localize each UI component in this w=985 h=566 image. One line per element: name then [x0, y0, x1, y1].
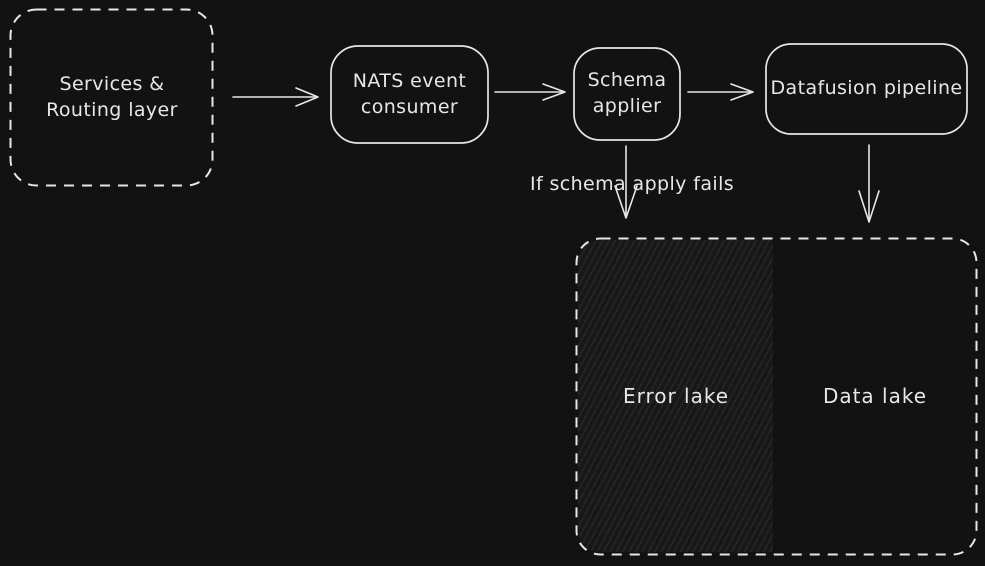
arrow-schema-to-datafusion	[687, 83, 754, 101]
schema-applier-label: Schema applier	[587, 69, 667, 117]
services-routing-box	[9, 8, 214, 187]
arrow-schema-to-error-lake	[614, 145, 638, 219]
nats-consumer-label: NATS event consumer	[352, 69, 467, 118]
datafusion-pipeline-box	[765, 43, 968, 135]
services-routing-label: Services & Routing layer	[46, 72, 178, 121]
error-lake-label: Error lake	[622, 383, 730, 408]
schema-applier-box	[573, 47, 681, 141]
arrow-datafusion-to-data-lake	[858, 144, 880, 223]
nats-consumer-box	[330, 45, 489, 144]
arrow-nats-to-schema	[494, 83, 566, 101]
arrow-services-to-nats	[232, 87, 319, 107]
edge-label-schema-fail: If schema apply fails	[529, 173, 735, 196]
data-lake-label: Data lake	[822, 383, 928, 408]
error-lake-hachure	[578, 240, 773, 552]
lakes-container-box	[575, 237, 978, 556]
datafusion-pipeline-label: Datafusion pipeline	[770, 77, 963, 100]
